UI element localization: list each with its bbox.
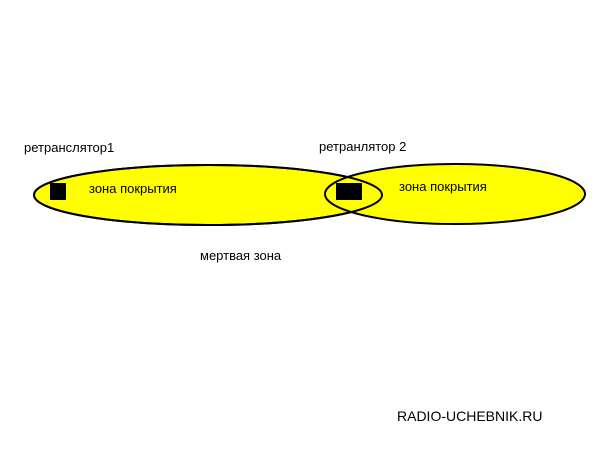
coverage-zone-2-label: зона покрытия — [399, 179, 487, 194]
coverage-zone-2 — [324, 163, 586, 225]
coverage-zone-1-outline — [33, 164, 383, 226]
repeater-1-marker — [50, 183, 66, 200]
repeater-2-label: ретранлятор 2 — [319, 139, 406, 154]
repeater-2-marker — [336, 183, 362, 200]
watermark: RADIO-UCHEBNIK.RU — [397, 408, 542, 424]
dead-zone-label: мертвая зона — [200, 248, 282, 263]
coverage-zone-1-label: зона покрытия — [89, 181, 177, 196]
repeater-1-label: ретранслятор1 — [24, 140, 114, 155]
